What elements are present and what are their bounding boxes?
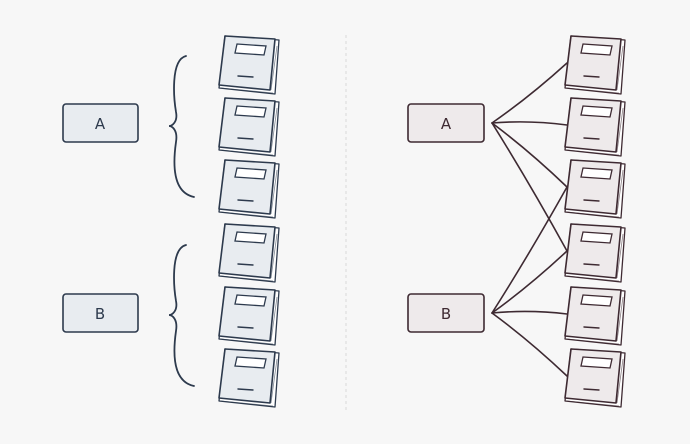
book-icon (218, 223, 280, 283)
book-icon (564, 97, 626, 157)
node-a-left: A (62, 103, 139, 143)
connector-line (491, 122, 568, 252)
node-label-b-left: B (95, 305, 105, 323)
connector-line (491, 62, 568, 124)
brace-a (168, 55, 195, 198)
connector-line (491, 310, 568, 315)
book-icon (564, 348, 626, 408)
right-panel: A B (407, 35, 626, 408)
node-label-a-right: A (441, 115, 452, 133)
connector-line (491, 250, 568, 314)
node-label-a-left: A (95, 115, 106, 133)
node-label-b-right: B (441, 305, 451, 323)
node-b-right: B (407, 293, 485, 333)
left-panel: A B (62, 35, 280, 408)
book-icon (564, 35, 626, 95)
brace-b (168, 244, 195, 387)
book-icon (218, 159, 280, 219)
node-b-left: B (62, 293, 139, 333)
node-a-right: A (407, 103, 485, 143)
book-icon (218, 97, 280, 157)
book-icon (218, 348, 280, 408)
connector-line (491, 312, 568, 377)
book-icon (564, 223, 626, 283)
book-icon (218, 286, 280, 346)
book-icon (564, 159, 626, 219)
book-icon (218, 35, 280, 95)
connector-line (491, 121, 568, 126)
book-icon (564, 286, 626, 346)
connector-line (491, 122, 568, 188)
connector-line (491, 186, 568, 314)
